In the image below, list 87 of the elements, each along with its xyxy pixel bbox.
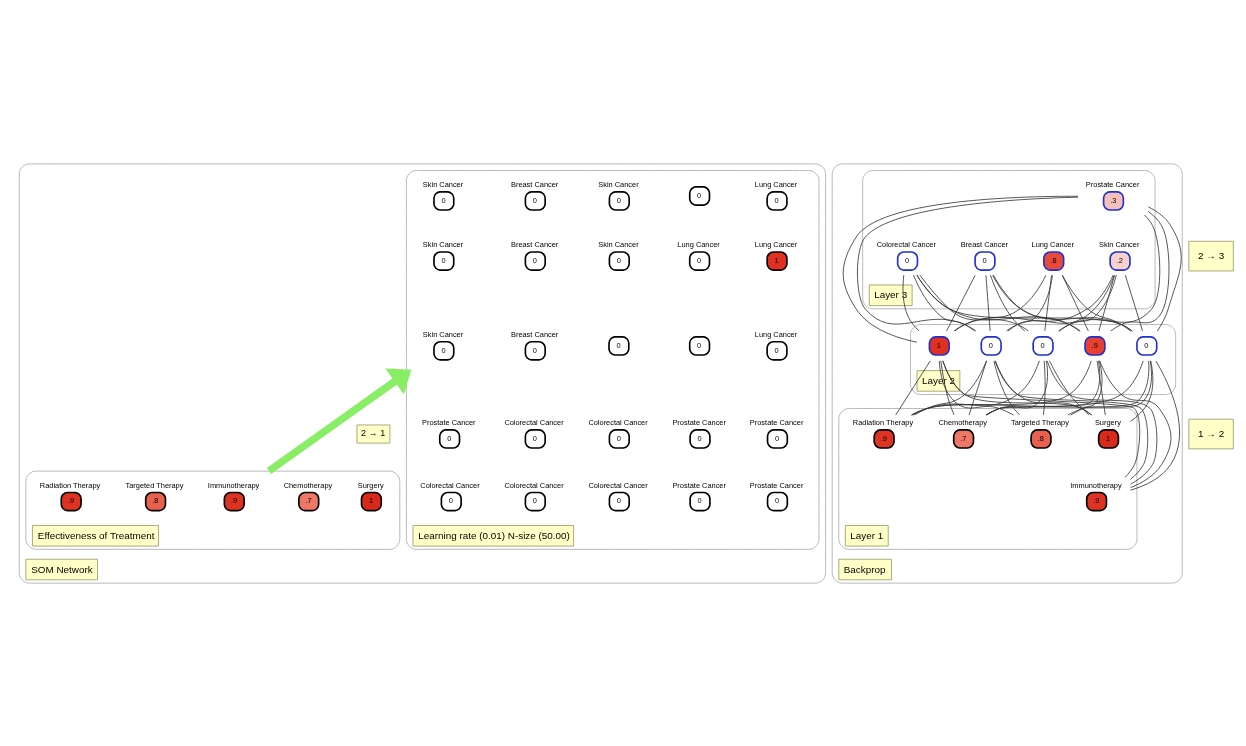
connector (989, 274, 1026, 331)
connector (1098, 274, 1115, 331)
node-label: Prostate Cancer (749, 417, 804, 427)
node-label: Breast Cancer (510, 179, 559, 189)
node-label: Immunotherapy (1070, 480, 1122, 490)
connector (942, 359, 1093, 415)
connector (913, 359, 987, 415)
node-label: Chemotherapy (938, 417, 988, 427)
node-label: Skin Cancer (598, 179, 639, 189)
node-label: Prostate Cancer (672, 417, 726, 427)
arrow (266, 367, 412, 474)
connector (1061, 274, 1089, 331)
connector (1070, 359, 1103, 415)
connector (946, 274, 976, 331)
connector (919, 274, 1029, 331)
connector (1006, 274, 1115, 331)
connector (910, 360, 1144, 415)
connector (1130, 359, 1154, 422)
connector (992, 274, 1080, 331)
node-label: Prostate Cancer (1085, 179, 1140, 189)
connector (1058, 214, 1161, 331)
connector (1058, 274, 1117, 331)
connector (895, 359, 931, 415)
node-label: Targeted Therapy (1010, 417, 1069, 427)
connector (1043, 359, 1046, 415)
connector (954, 274, 1047, 331)
connector (992, 274, 1133, 331)
connector (916, 274, 1081, 331)
connector (985, 274, 991, 331)
connector (911, 359, 1040, 415)
node-label: Lung Cancer (754, 329, 798, 339)
connector (968, 359, 987, 415)
connector (942, 359, 1141, 478)
edge-label: 2 → 1 (361, 427, 386, 438)
node-label: Surgery (1094, 417, 1121, 427)
node-label: Chemotherapy (283, 480, 333, 490)
connector (940, 359, 955, 415)
node-label: Lung Cancer (677, 239, 720, 249)
node-label: Lung Cancer (1031, 239, 1074, 249)
node-label: Breast Cancer (960, 239, 1009, 249)
node-label: Surgery (357, 480, 384, 490)
node-label: Breast Cancer (510, 239, 559, 249)
connector (993, 359, 1020, 415)
node-label: Colorectal Cancer (420, 480, 480, 490)
node-label: Skin Cancer (422, 179, 464, 189)
label: 2 → 3 (1197, 249, 1225, 261)
connector (994, 360, 1149, 480)
connector (911, 359, 1092, 415)
node-label: Targeted Therapy (125, 480, 184, 490)
connector (916, 274, 1133, 331)
node-label: Colorectal Cancer (504, 480, 564, 490)
node-label: Skin Cancer (1099, 239, 1140, 249)
connector (1044, 274, 1052, 331)
connector (994, 359, 1092, 415)
node-label: Colorectal Cancer (588, 417, 648, 427)
connector (902, 274, 920, 331)
connector (1067, 360, 1152, 415)
node-label: Colorectal Cancer (588, 480, 648, 490)
node-label: Immunotherapy (207, 480, 260, 490)
connector (1049, 359, 1090, 415)
node-label: Prostate Cancer (749, 480, 804, 490)
connector (985, 359, 1101, 415)
connector (986, 359, 1048, 415)
node-label: Prostate Cancer (422, 417, 476, 427)
node-label: Prostate Cancer (672, 480, 726, 490)
connector (913, 274, 976, 331)
node-label: Skin Cancer (598, 239, 639, 249)
connector (1007, 274, 1053, 331)
connector (1124, 274, 1143, 331)
connector (938, 360, 1015, 415)
node-label: Lung Cancer (754, 179, 798, 189)
connector (985, 359, 1150, 415)
node-label: Breast Cancer (510, 329, 559, 339)
connector (1096, 359, 1106, 415)
node-label: Lung Cancer (754, 239, 798, 249)
connector (1046, 360, 1158, 485)
node-label: Radiation Therapy (39, 480, 101, 490)
connector (1130, 360, 1180, 491)
node-label: Skin Cancer (422, 239, 464, 249)
node-label: Colorectal Cancer (876, 239, 936, 249)
connector (1061, 274, 1131, 331)
node-label: Skin Cancer (422, 329, 464, 339)
connector (1147, 206, 1182, 331)
connector (953, 274, 1114, 331)
label: 1 → 2 (1197, 427, 1225, 439)
node-label: Colorectal Cancer (504, 417, 564, 427)
node-label: Radiation Therapy (852, 417, 914, 427)
